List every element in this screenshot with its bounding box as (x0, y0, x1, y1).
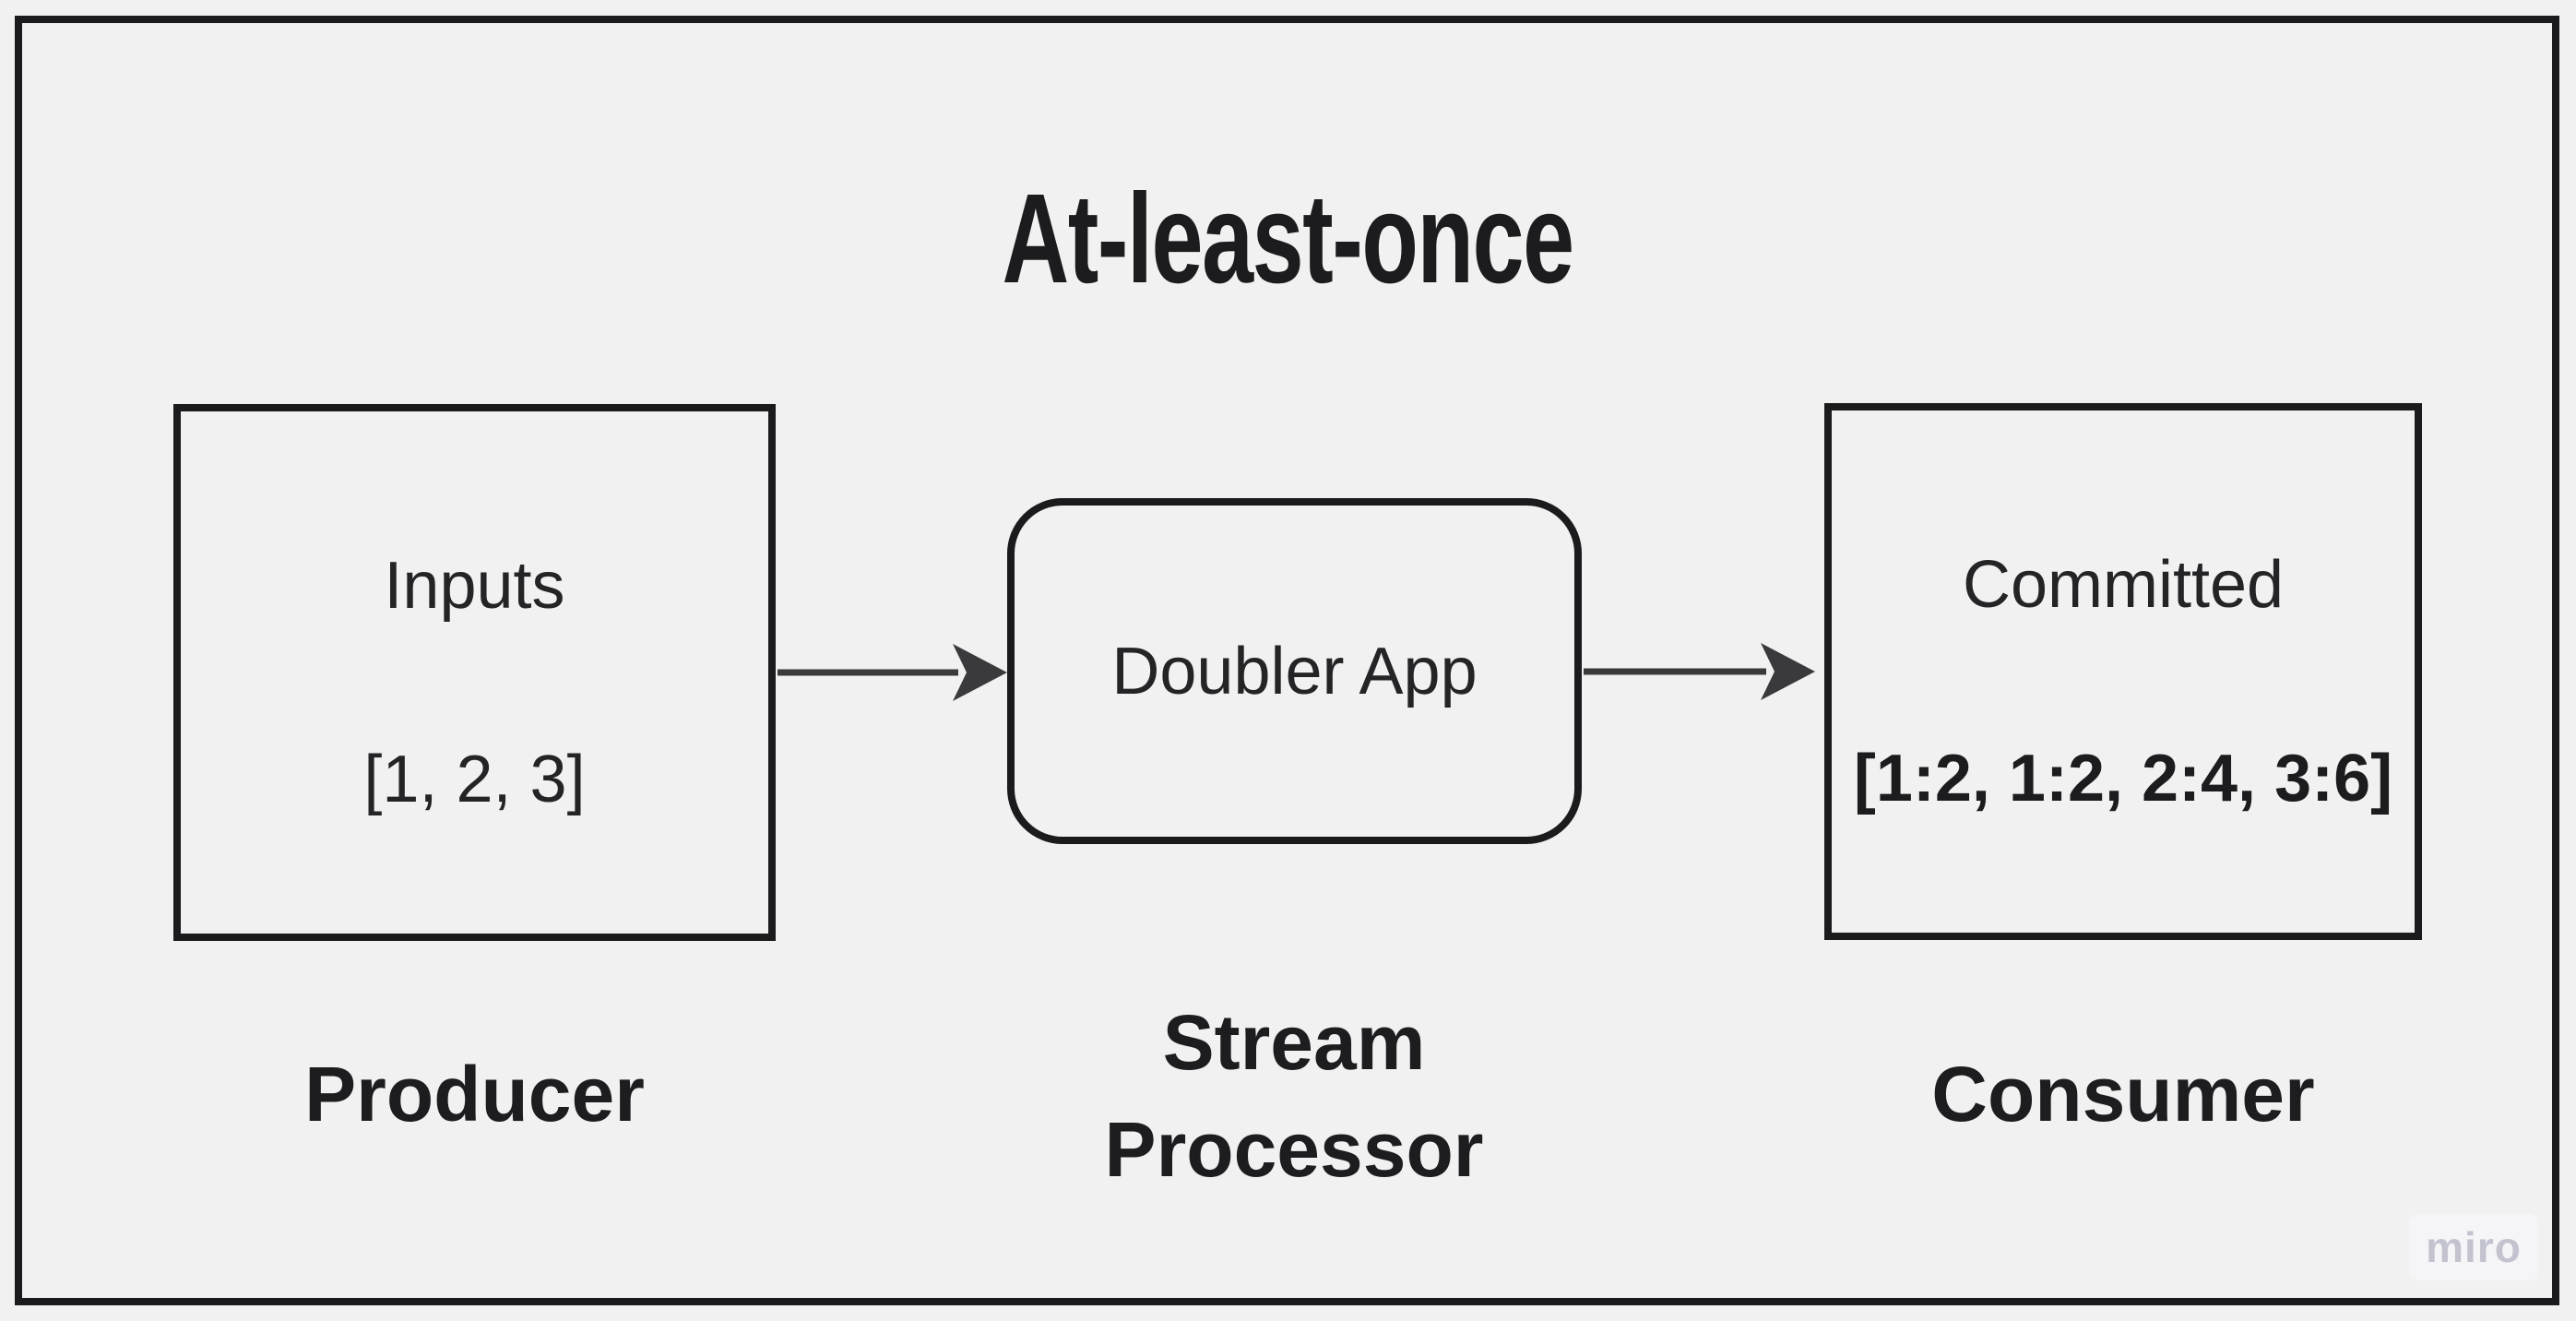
producer-title: Inputs (384, 549, 565, 623)
arrow-processor-to-consumer-icon (1584, 643, 1815, 700)
label-consumer: Consumer (1931, 1051, 2315, 1137)
producer-value: [1, 2, 3] (363, 743, 586, 816)
miro-watermark: miro (2409, 1214, 2538, 1280)
miro-watermark-text: miro (2426, 1223, 2522, 1271)
consumer-title: Committed (1962, 548, 2285, 622)
diagram-title: At-least-once (0, 175, 2576, 303)
outer-frame (15, 16, 2559, 1305)
node-stream-processor: Doubler App (1007, 498, 1582, 844)
processor-title: Doubler App (1111, 634, 1478, 708)
diagram-title-text: At-least-once (1002, 168, 1575, 310)
label-stream-processor: Stream Processor (1104, 999, 1484, 1193)
node-consumer: Committed [1:2, 1:2, 2:4, 3:6] (1824, 403, 2422, 940)
node-producer: Inputs [1, 2, 3] (173, 404, 776, 941)
consumer-value: [1:2, 1:2, 2:4, 3:6] (1853, 742, 2393, 815)
label-producer: Producer (304, 1051, 645, 1137)
arrow-producer-to-processor-icon (778, 644, 1007, 701)
